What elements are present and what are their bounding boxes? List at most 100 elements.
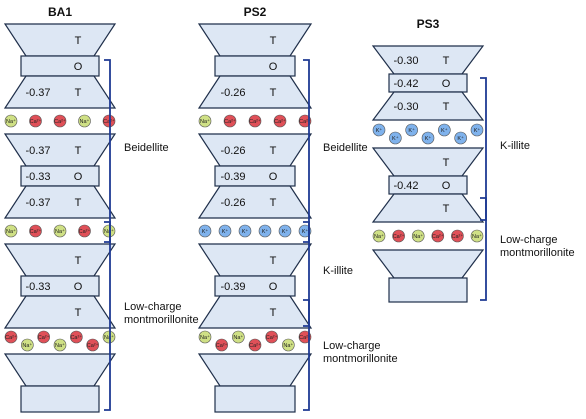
cation-ca: [265, 330, 278, 344]
cation-na: [470, 229, 484, 243]
tetrahedral-sheet: [3, 353, 117, 387]
cation-label: Na⁺: [233, 334, 243, 341]
layer-charge: -0.30: [393, 55, 418, 67]
group-bracket: [480, 197, 487, 301]
tetrahedral-sheet: [197, 243, 313, 277]
group-label: K-illite: [500, 140, 530, 152]
layer-charge: -0.42: [393, 78, 418, 90]
group-bracket: [104, 59, 111, 243]
cation-label: Ca²⁺: [103, 118, 115, 125]
tetrahedral-sheet: [3, 75, 117, 109]
layer-charge: -0.37: [25, 197, 50, 209]
cation-label: Ca²⁺: [266, 334, 278, 341]
tetrahedral-sheet: [197, 23, 313, 57]
cation-k: [470, 123, 484, 137]
cation-ca: [53, 114, 67, 128]
tetrahedral-sheet: [3, 185, 117, 219]
layer-charge: -0.30: [393, 101, 418, 113]
tetrahedral-sheet: [197, 75, 313, 109]
cation-label: K⁺: [242, 228, 249, 235]
cation-label: Na⁺: [472, 233, 482, 240]
octahedral-sheet: [214, 385, 296, 413]
cation-label: Na⁺: [200, 334, 210, 341]
cation-k: [438, 123, 451, 137]
cation-label: K⁺: [282, 228, 289, 235]
cation-k: [298, 224, 312, 238]
octahedral-sheet: [388, 277, 468, 303]
tetrahedral-sheet: [3, 133, 117, 167]
cation-na: [4, 224, 18, 238]
cation-ca: [431, 229, 445, 243]
cation-ca: [70, 330, 83, 344]
cation-label: Ca²⁺: [249, 342, 261, 349]
cation-label: Na⁺: [22, 342, 32, 349]
layer-charge: -0.33: [25, 281, 50, 293]
cation-label: Ca²⁺: [393, 233, 405, 240]
cation-label: Ca²⁺: [216, 342, 228, 349]
cation-na: [232, 330, 245, 344]
cation-ca: [248, 338, 262, 352]
cation-label: K⁺: [202, 228, 209, 235]
cation-label: Ca²⁺: [30, 118, 42, 125]
cation-label: Ca²⁺: [38, 334, 50, 341]
cation-label: Na⁺: [413, 233, 423, 240]
sheet-label: T: [75, 145, 82, 157]
cation-ca: [29, 224, 42, 238]
tetrahedral-sheet: [197, 295, 313, 329]
column-ps2: PS2TOT-0.26Na⁺Ca²⁺Ca²⁺Ca²⁺Ca²⁺T-0.26O-0.…: [197, 5, 398, 413]
tetrahedral-sheet: [3, 295, 117, 329]
tetrahedral-sheet: [3, 23, 117, 57]
sheet-label: T: [443, 101, 450, 113]
sheet-label: T: [270, 255, 277, 267]
cation-label: K⁺: [457, 135, 464, 142]
tetrahedral-sheet: [371, 193, 485, 223]
cation-label: Na⁺: [80, 118, 90, 125]
cation-label: K⁺: [302, 228, 309, 235]
layer-charge: -0.37: [25, 87, 50, 99]
cation-k: [454, 131, 467, 145]
cation-na: [282, 338, 295, 352]
cation-k: [372, 123, 386, 137]
cation-ca: [102, 114, 116, 128]
sheet-label: T: [270, 307, 277, 319]
cation-na: [198, 114, 212, 128]
cation-ca: [78, 224, 91, 238]
tetrahedral-sheet: [371, 249, 485, 279]
sheet-label: O: [442, 180, 451, 192]
cation-na: [78, 114, 91, 128]
cation-ca: [37, 330, 50, 344]
tetrahedral-sheet: [197, 185, 313, 219]
cation-na: [372, 229, 386, 243]
cation-label: Ca²⁺: [299, 118, 311, 125]
cation-label: Ca²⁺: [224, 118, 236, 125]
sheet-label: T: [443, 157, 450, 169]
cation-na: [4, 114, 18, 128]
cation-ca: [298, 114, 312, 128]
cation-ca: [86, 338, 99, 352]
tetrahedral-sheet: [371, 147, 485, 177]
cation-label: K⁺: [376, 127, 383, 134]
layer-charge: -0.26: [220, 145, 245, 157]
cation-label: Ca²⁺: [30, 228, 42, 235]
cation-k: [198, 224, 212, 238]
group-label: Beidellite: [124, 142, 169, 154]
octahedral-sheet: [214, 55, 296, 77]
group-bracket: [104, 221, 111, 411]
cation-label: K⁺: [408, 127, 415, 134]
cation-label: Ca²⁺: [432, 233, 444, 240]
cation-ca: [215, 338, 228, 352]
cation-label: Na⁺: [104, 334, 114, 341]
cation-label: Na⁺: [55, 228, 65, 235]
sheet-label: O: [74, 171, 83, 183]
cation-ca: [248, 114, 262, 128]
sheet-label: T: [270, 145, 277, 157]
cation-na: [411, 229, 425, 243]
cation-label: Ca²⁺: [79, 228, 91, 235]
column-title: PS2: [244, 5, 267, 19]
octahedral-sheet: [20, 385, 100, 413]
sheet-label: T: [270, 35, 277, 47]
cation-na: [102, 224, 116, 238]
cation-label: Ca²⁺: [54, 118, 66, 125]
